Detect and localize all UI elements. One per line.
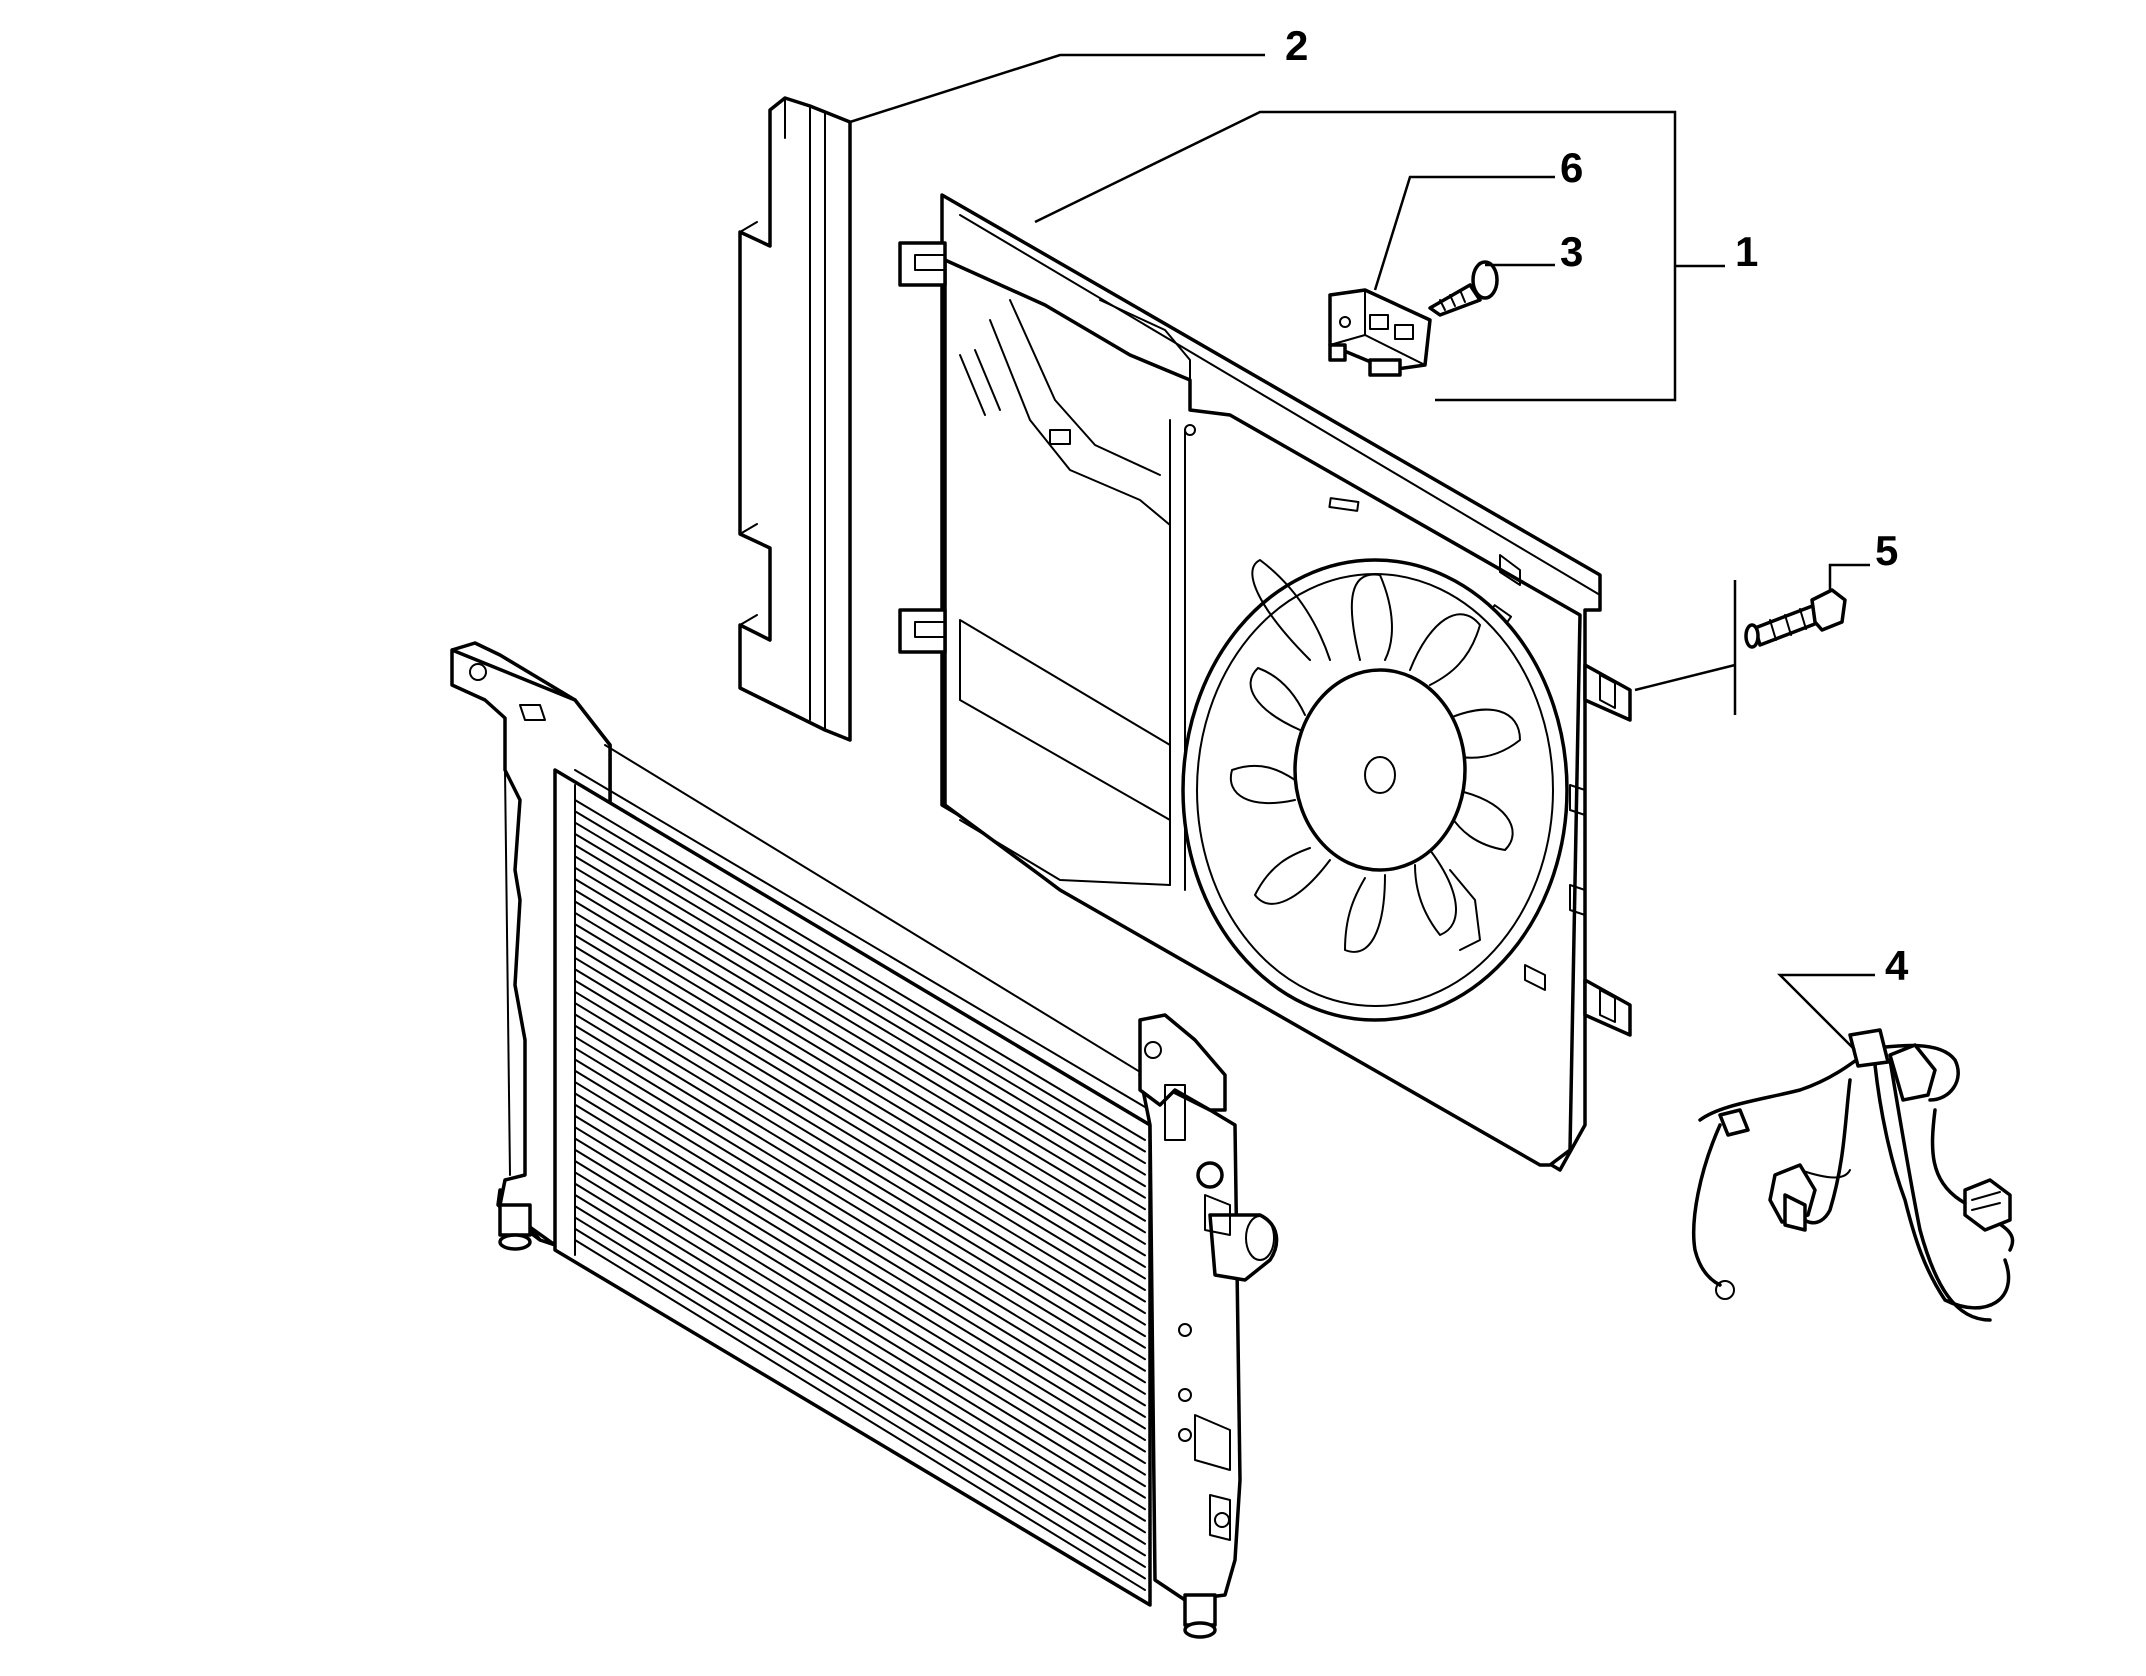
radiator-fins — [574, 799, 1146, 1591]
radiator-fin — [574, 1081, 1146, 1430]
radiator-fin — [574, 923, 1146, 1268]
radiator — [450, 641, 1279, 1639]
leader-lines — [849, 53, 1875, 1051]
radiator-fin — [574, 990, 1146, 1338]
radiator-fin — [574, 1058, 1146, 1407]
radiator-fin — [574, 1227, 1146, 1580]
callout-5: 5 — [1875, 527, 1898, 574]
leader-6 — [1373, 175, 1555, 291]
radiator-fin — [574, 1148, 1146, 1499]
callout-3: 3 — [1560, 228, 1583, 275]
radiator-fin — [574, 799, 1146, 1141]
callout-labels: 2 6 3 1 5 4 — [1285, 22, 1909, 989]
radiator-fin — [574, 877, 1146, 1222]
radiator-fin — [574, 821, 1146, 1165]
radiator-fin — [574, 1160, 1146, 1511]
radiator-fin — [574, 1205, 1146, 1557]
radiator-fin — [574, 968, 1146, 1315]
leader-5 — [1828, 563, 1870, 590]
radiator-fin — [574, 1182, 1146, 1534]
radiator-fin — [574, 1047, 1146, 1395]
radiator-fin — [574, 911, 1146, 1257]
part-6-resistor — [1328, 288, 1432, 377]
radiator-fin — [574, 810, 1146, 1153]
radiator-fin — [574, 1002, 1146, 1349]
part-3-screw — [1428, 260, 1499, 317]
radiator-fin — [574, 1035, 1146, 1384]
radiator-fin — [574, 1171, 1146, 1522]
radiator-fin — [574, 900, 1146, 1245]
radiator-fin — [574, 1114, 1146, 1465]
radiator-fin — [574, 855, 1146, 1199]
part-5-bolt — [1744, 588, 1847, 649]
radiator-fin — [574, 945, 1146, 1291]
callout-2: 2 — [1285, 22, 1308, 69]
radiator-fin — [574, 1137, 1146, 1488]
leader-4 — [1776, 973, 1875, 1051]
radiator-fin — [574, 844, 1146, 1188]
radiator-fin — [574, 1126, 1146, 1476]
radiator-fin — [574, 956, 1146, 1303]
part-2-seal-strip — [738, 96, 852, 742]
radiator-fin — [574, 934, 1146, 1280]
leader-5-bracket — [1634, 580, 1737, 715]
callout-6: 6 — [1560, 144, 1583, 191]
leader-1 — [1034, 110, 1677, 402]
radiator-fin — [574, 1103, 1146, 1453]
callout-4: 4 — [1885, 942, 1909, 989]
radiator-fin — [574, 1024, 1146, 1372]
radiator-fin — [574, 1092, 1146, 1441]
part-1-fan-shroud — [898, 193, 1632, 1172]
callout-1: 1 — [1735, 228, 1758, 275]
radiator-fin — [574, 979, 1146, 1326]
radiator-fin — [574, 889, 1146, 1234]
leader-2 — [849, 53, 1265, 124]
radiator-fin — [574, 1069, 1146, 1418]
part-4-wiring-harness — [1691, 1028, 2015, 1322]
radiator-fin — [574, 866, 1146, 1211]
radiator-fin — [574, 1239, 1146, 1591]
radiator-fin — [574, 832, 1146, 1176]
radiator-fin — [574, 1216, 1146, 1568]
radiator-fin — [574, 1193, 1146, 1545]
radiator-fin — [574, 1013, 1146, 1361]
